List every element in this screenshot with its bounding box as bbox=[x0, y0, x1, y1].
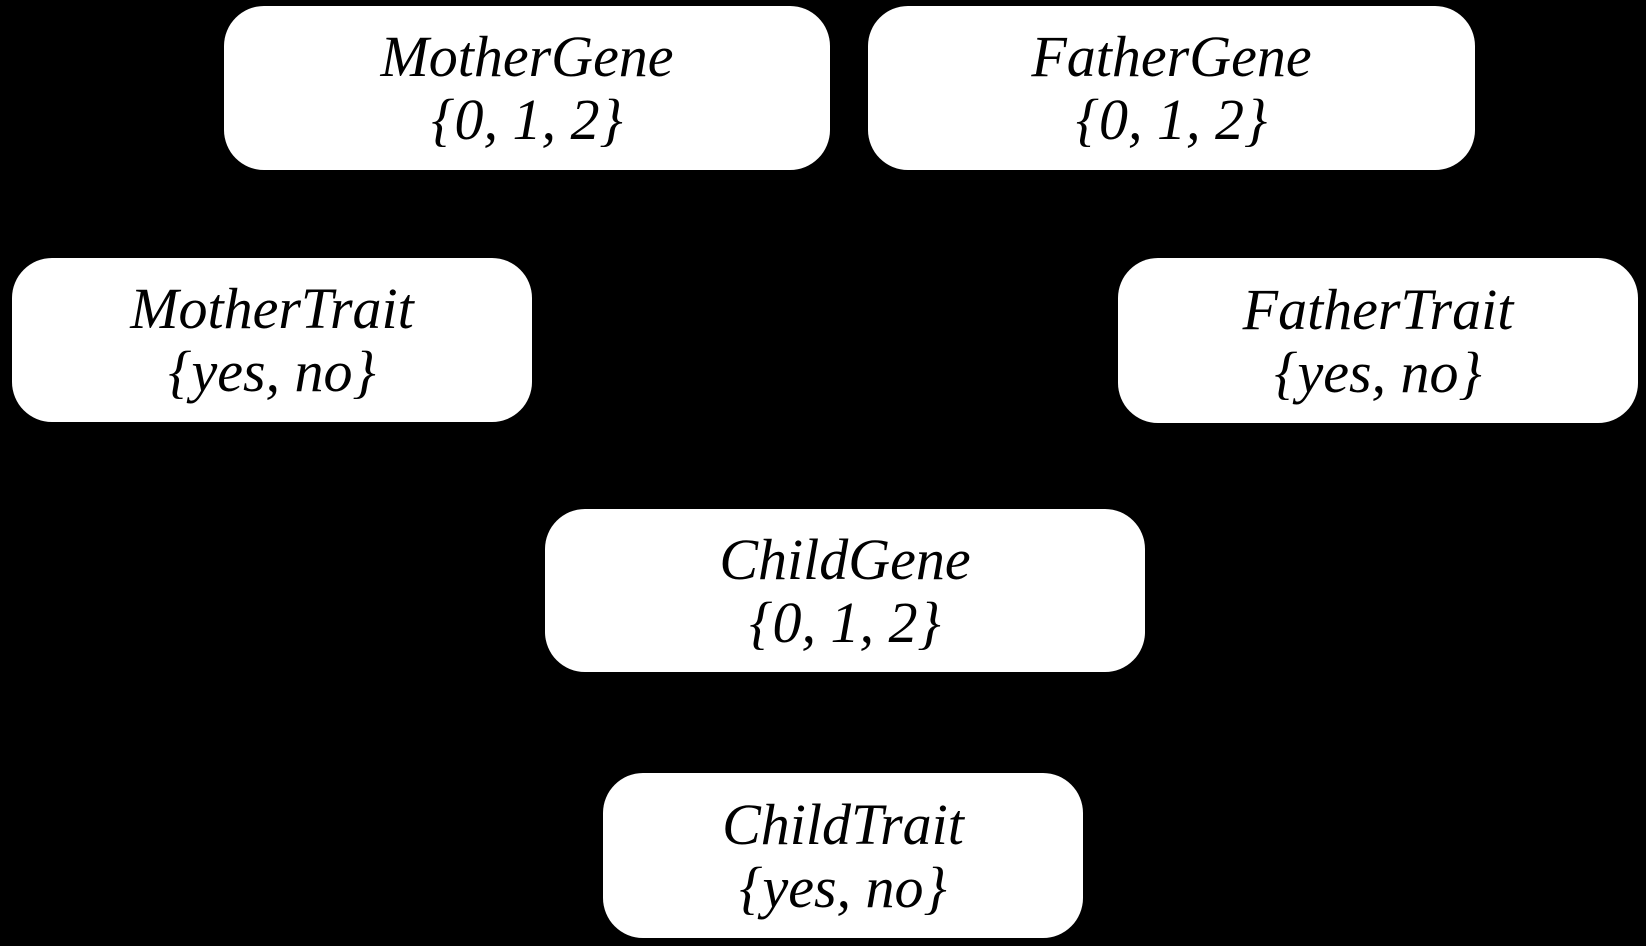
node-father-gene-domain: {0, 1, 2} bbox=[1075, 87, 1268, 152]
node-child-trait-label: ChildTrait bbox=[722, 791, 964, 857]
node-mother-trait-domain: {yes, no} bbox=[168, 339, 376, 404]
node-father-trait-domain: {yes, no} bbox=[1274, 339, 1482, 405]
node-child-gene-label: ChildGene bbox=[719, 526, 971, 592]
node-child-gene: ChildGene {0, 1, 2} bbox=[545, 509, 1145, 672]
node-child-trait: ChildTrait {yes, no} bbox=[603, 773, 1083, 938]
node-mother-trait-label: MotherTrait bbox=[130, 276, 414, 341]
node-child-gene-domain: {0, 1, 2} bbox=[749, 589, 941, 655]
node-father-gene-label: FatherGene bbox=[1031, 24, 1312, 89]
node-father-gene: FatherGene {0, 1, 2} bbox=[868, 6, 1475, 170]
node-mother-gene-label: MotherGene bbox=[380, 24, 674, 89]
node-father-trait: FatherTrait {yes, no} bbox=[1118, 258, 1638, 423]
node-mother-gene-domain: {0, 1, 2} bbox=[431, 87, 623, 152]
node-child-trait-domain: {yes, no} bbox=[739, 854, 947, 920]
node-mother-trait: MotherTrait {yes, no} bbox=[12, 258, 532, 422]
node-father-trait-label: FatherTrait bbox=[1242, 276, 1514, 342]
node-mother-gene: MotherGene {0, 1, 2} bbox=[224, 6, 830, 170]
